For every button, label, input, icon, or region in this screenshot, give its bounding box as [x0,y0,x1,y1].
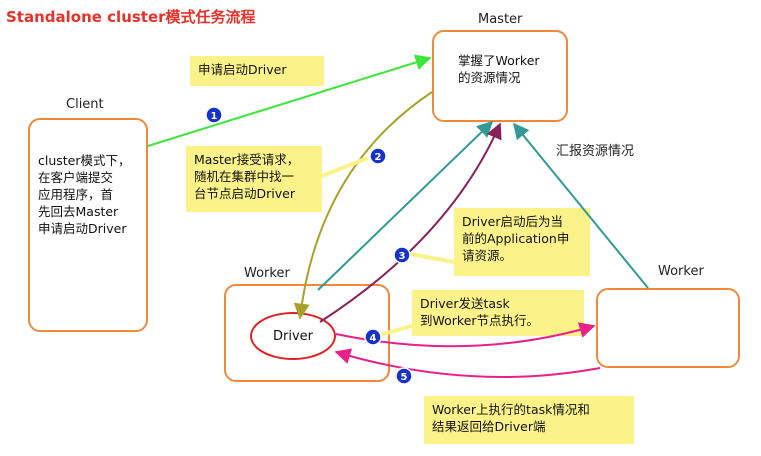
note-step-4: Driver发送task 到Worker节点执行。 [412,290,584,336]
step-badge-4-text: 4 [370,333,377,344]
arrow-worker-return-result [334,348,601,378]
step-badge-1-text: 1 [211,111,218,122]
note-step-2: Master接受请求， 随机在集群中找一 台节点启动Driver [186,146,322,212]
arrow-client-to-master [147,54,432,147]
step-badge-2: 2 [369,147,387,165]
note-pointer-2 [321,156,369,178]
worker-right-node [596,288,740,368]
step-badge-5: 5 [395,367,413,385]
arrow-driver-request-resources [319,122,502,323]
master-node-text: 掌握了Worker 的资源情况 [458,53,540,85]
driver-label: Driver [272,328,313,344]
note-step-1: 申请启动Driver [190,56,324,86]
diagram-title: Standalone cluster模式任务流程 [6,8,256,26]
step-badge-4: 4 [364,328,382,346]
arrow-master-to-driver [293,91,433,320]
master-label: Master [478,12,523,27]
arrow-driver-to-master-teal [317,120,494,291]
note-step-5: Worker上执行的task情况和 结果返回给Driver端 [424,396,634,444]
note-step-3: Driver启动后为当 前的Application申 请资源。 [454,208,590,276]
step-badge-3-text: 3 [399,251,406,262]
client-label: Client [66,97,104,112]
worker-right-label: Worker [658,264,704,279]
step-badge-3: 3 [393,246,411,264]
report-resource-label: 汇报资源情况 [556,144,635,159]
arrow-worker-report-to-master [512,122,649,289]
step-badge-5-text: 5 [401,372,408,383]
client-node: cluster模式下， 在客户端提交 应用程序，首 先回去Master 申请启动… [28,118,148,332]
note-pointer-4 [375,324,413,338]
master-node: 掌握了Worker 的资源情况 [432,30,568,122]
step-badge-1: 1 [205,106,223,124]
note-pointer-3 [409,252,455,264]
step-badge-2-text: 2 [375,152,382,163]
client-node-text: cluster模式下， 在客户端提交 应用程序，首 先回去Master 申请启动… [38,153,131,236]
worker-left-label: Worker [244,266,290,281]
